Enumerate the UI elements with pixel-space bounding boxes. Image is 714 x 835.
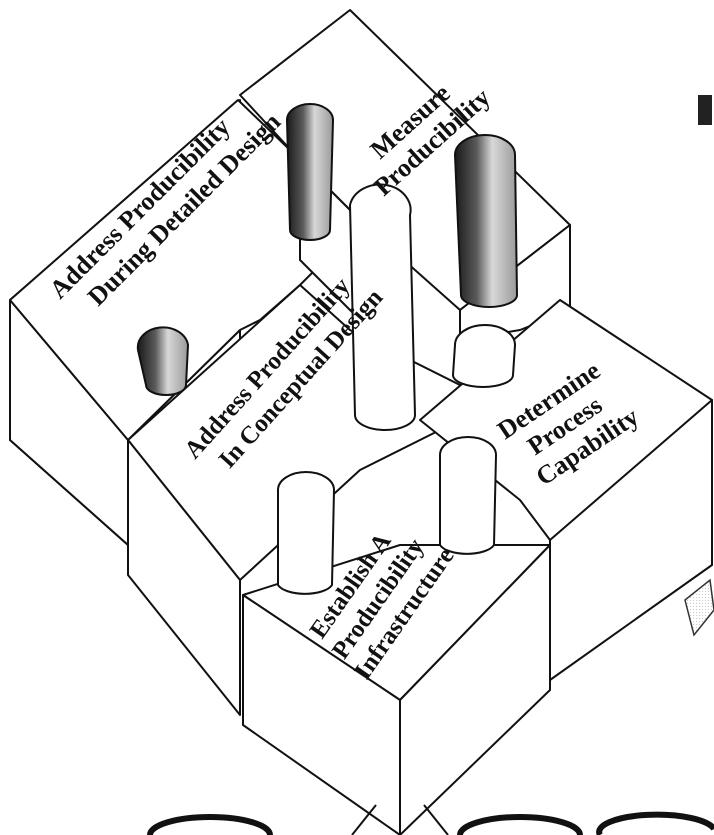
edge-block-fragment — [698, 95, 712, 125]
puzzle-tabs — [136, 103, 519, 595]
edge-arrow-fragment — [684, 578, 714, 637]
bottom-ring-fragments — [147, 804, 714, 835]
edge-fragments — [684, 95, 714, 637]
